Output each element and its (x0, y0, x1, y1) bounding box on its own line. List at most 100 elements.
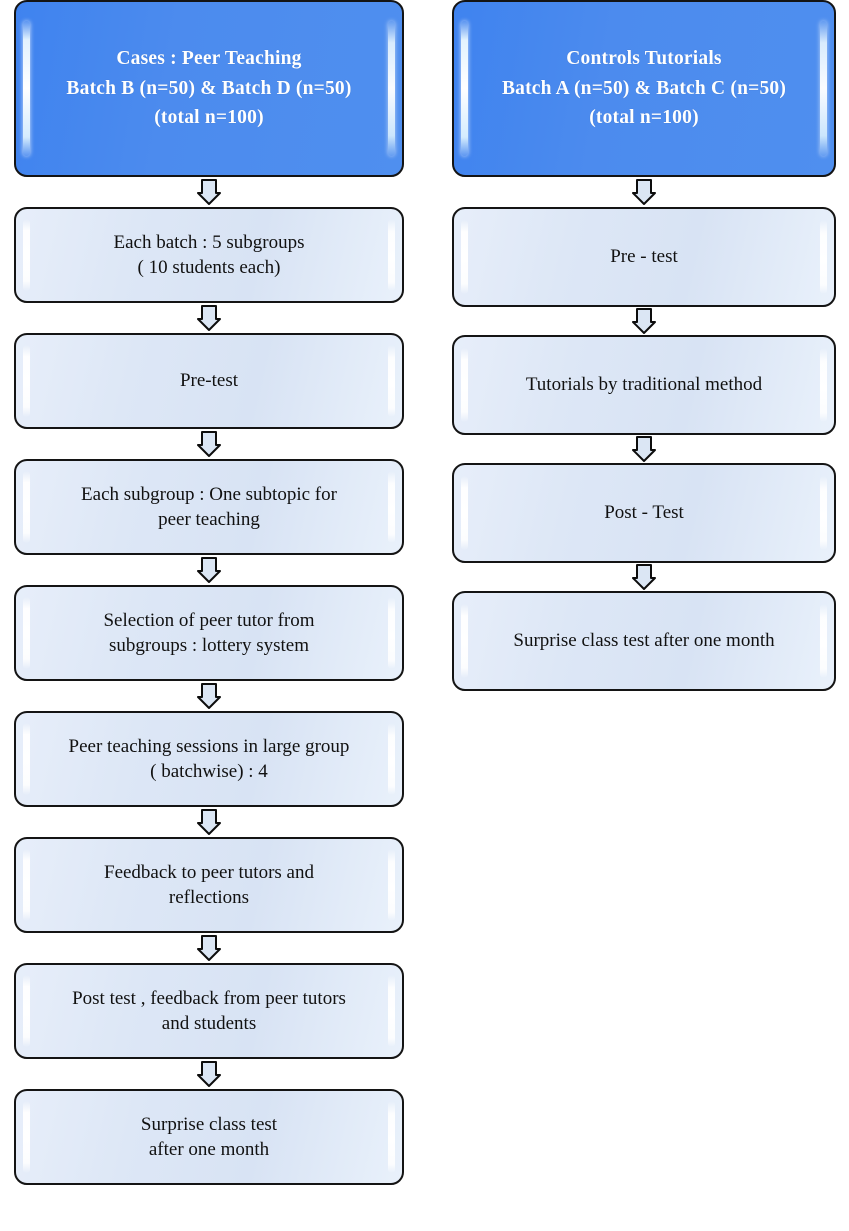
gloss-highlight-right (388, 723, 395, 795)
gloss-highlight-left (461, 347, 468, 423)
step-box: Surprise class test after one month (452, 591, 836, 691)
gloss-highlight-left (461, 21, 468, 156)
gloss-highlight-right (388, 345, 395, 417)
gloss-highlight-right (388, 597, 395, 669)
column-controls: Controls Tutorials Batch A (n=50) & Batc… (452, 0, 836, 691)
step-line-2: and students (161, 1013, 257, 1034)
gloss-highlight-right (820, 219, 827, 295)
step-box: Feedback to peer tutors and reflections (14, 837, 404, 933)
header-box-controls: Controls Tutorials Batch A (n=50) & Batc… (452, 0, 836, 177)
step-label: Pre - test (600, 244, 688, 269)
down-arrow-connector-icon (197, 431, 221, 457)
gloss-highlight-left (23, 849, 30, 921)
arrow-connector (14, 303, 404, 333)
arrow-connector (14, 681, 404, 711)
header-label-controls: Controls Tutorials Batch A (n=50) & Batc… (500, 44, 788, 133)
gloss-highlight-right (820, 347, 827, 423)
step-line-2: subgroups : lottery system (108, 635, 309, 656)
step-label: Each subgroup : One subtopic for peer te… (71, 482, 347, 533)
step-line-1: Post - Test (604, 502, 684, 524)
gloss-highlight-left (461, 219, 468, 295)
step-line-2: ( 10 students each) (137, 257, 281, 278)
step-box: Pre-test (14, 333, 404, 429)
gloss-highlight-right (388, 21, 395, 156)
down-arrow-connector-icon (197, 809, 221, 835)
down-arrow-connector-icon (197, 1061, 221, 1087)
step-line-1: Peer teaching sessions in large group (68, 735, 350, 757)
step-box: Post test , feedback from peer tutors an… (14, 963, 404, 1059)
gloss-highlight-left (23, 471, 30, 543)
step-box: Peer teaching sessions in large group ( … (14, 711, 404, 807)
header-line-1: Cases : Peer Teaching (116, 48, 302, 70)
step-box: Tutorials by traditional method (452, 335, 836, 435)
arrow-connector (452, 563, 836, 591)
gloss-highlight-right (388, 1101, 395, 1173)
gloss-highlight-right (820, 475, 827, 551)
arrow-connector (14, 1059, 404, 1089)
gloss-highlight-right (388, 219, 395, 291)
down-arrow-connector-icon (197, 179, 221, 205)
arrow-connector (14, 807, 404, 837)
step-line-1: Each batch : 5 subgroups (113, 231, 305, 253)
arrow-connector (14, 555, 404, 585)
step-line-2: reflections (168, 887, 250, 908)
step-line-1: Pre - test (610, 246, 678, 268)
step-label: Post - Test (594, 500, 694, 525)
step-line-1: Selection of peer tutor from (103, 609, 315, 631)
step-label: Tutorials by traditional method (516, 372, 772, 397)
down-arrow-connector-icon (197, 683, 221, 709)
step-line-1: Pre-test (179, 370, 239, 392)
step-line-1: Tutorials by traditional method (525, 374, 763, 396)
arrow-connector (452, 177, 836, 207)
header-line-2: Batch B (n=50) & Batch D (n=50) (66, 77, 352, 99)
gloss-highlight-left (23, 21, 30, 156)
header-line-1: Controls Tutorials (566, 48, 722, 70)
gloss-highlight-right (820, 603, 827, 679)
gloss-highlight-right (388, 849, 395, 921)
header-label-cases: Cases : Peer Teaching Batch B (n=50) & B… (64, 44, 353, 133)
down-arrow-connector-icon (197, 305, 221, 331)
step-label: Selection of peer tutor from subgroups :… (93, 608, 324, 659)
arrow-connector (14, 429, 404, 459)
down-arrow-connector-icon (632, 308, 656, 334)
gloss-highlight-right (820, 21, 827, 156)
gloss-highlight-left (23, 219, 30, 291)
arrow-connector (452, 307, 836, 335)
gloss-highlight-left (23, 1101, 30, 1173)
column-cases: Cases : Peer Teaching Batch B (n=50) & B… (14, 0, 404, 1185)
gloss-highlight-right (388, 471, 395, 543)
down-arrow-connector-icon (632, 564, 656, 590)
gloss-highlight-left (461, 475, 468, 551)
step-line-1: Post test , feedback from peer tutors (72, 987, 346, 1009)
step-label: Feedback to peer tutors and reflections (94, 860, 324, 911)
step-label: Surprise class test after one month (511, 628, 776, 653)
step-line-2: peer teaching (158, 509, 260, 530)
step-line-2: ( batchwise) : 4 (150, 761, 268, 782)
step-label: Peer teaching sessions in large group ( … (67, 734, 352, 785)
gloss-highlight-left (23, 975, 30, 1047)
header-box-cases: Cases : Peer Teaching Batch B (n=50) & B… (14, 0, 404, 177)
step-line-1: Surprise class test after one month (513, 630, 775, 652)
header-line-3: (total n=100) (154, 107, 264, 129)
step-line-1: Each subgroup : One subtopic for (81, 483, 337, 505)
step-box: Surprise class test after one month (14, 1089, 404, 1185)
down-arrow-connector-icon (197, 935, 221, 961)
step-box: Each subgroup : One subtopic for peer te… (14, 459, 404, 555)
gloss-highlight-left (23, 597, 30, 669)
down-arrow-connector-icon (197, 557, 221, 583)
down-arrow-connector-icon (632, 436, 656, 462)
step-box: Pre - test (452, 207, 836, 307)
step-label: Surprise class test after one month (131, 1112, 287, 1163)
arrow-connector (14, 933, 404, 963)
step-label: Pre-test (170, 368, 248, 393)
step-label: Each batch : 5 subgroups ( 10 students e… (103, 230, 314, 281)
gloss-highlight-right (388, 975, 395, 1047)
step-box: Selection of peer tutor from subgroups :… (14, 585, 404, 681)
step-box: Each batch : 5 subgroups ( 10 students e… (14, 207, 404, 303)
arrow-connector (14, 177, 404, 207)
gloss-highlight-left (23, 723, 30, 795)
down-arrow-connector-icon (632, 179, 656, 205)
arrow-connector (452, 435, 836, 463)
step-box: Post - Test (452, 463, 836, 563)
